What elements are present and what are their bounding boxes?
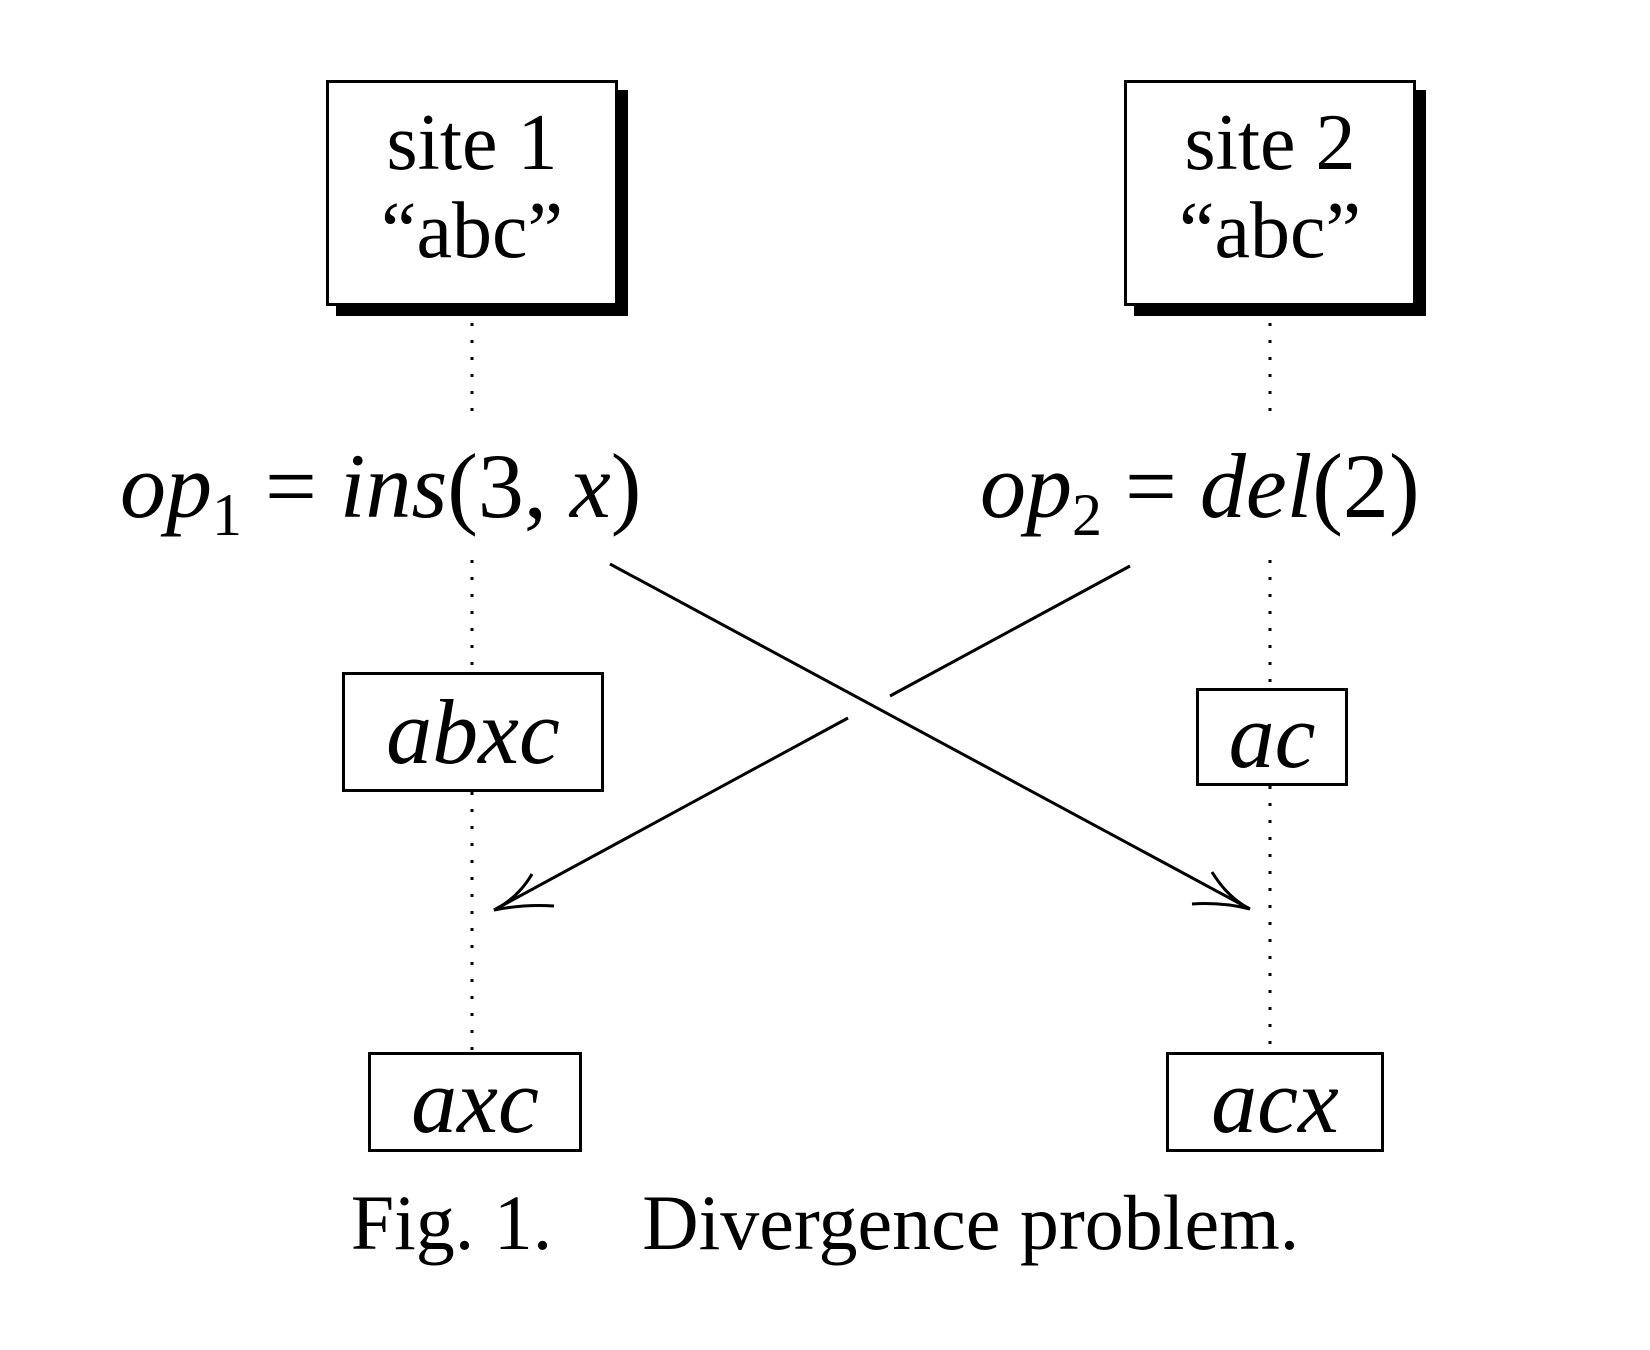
op2-equals: = [1102, 435, 1200, 537]
site2-initial-state: “abc” [1178, 187, 1362, 275]
site2-label: site 2 [1184, 99, 1356, 187]
op1-label: op1 = ins(3, x) [120, 435, 642, 545]
caption-text: Divergence problem. [642, 1179, 1300, 1266]
op2-args: (2 [1312, 435, 1389, 537]
site1-label: site 1 [386, 99, 558, 187]
op2-close: ) [1388, 435, 1420, 537]
op1-args: (3, [447, 435, 570, 537]
op1-subscript: 1 [212, 482, 242, 548]
op1-function: ins [339, 435, 448, 537]
site2-final-state: acx [1166, 1052, 1384, 1152]
site2-header: site 2 “abc” [1124, 80, 1416, 306]
op1-message-arrow [609, 562, 1249, 910]
op2-label: op2 = del(2) [980, 435, 1420, 545]
op1-arg-var: x [569, 435, 611, 537]
figure-caption: Fig. 1. Divergence problem. [0, 1178, 1650, 1268]
op2-arrowhead [493, 873, 555, 912]
site2-after-local-state: ac [1196, 688, 1348, 786]
op1-close: ) [610, 435, 642, 537]
op2-name: op [980, 435, 1072, 537]
site1-after-local-state: abxc [342, 672, 604, 792]
op2-message-arrow-upper [889, 564, 1131, 698]
site1-initial-state: “abc” [380, 187, 564, 275]
site1-final-state: axc [368, 1052, 582, 1152]
op2-subscript: 2 [1072, 482, 1102, 548]
site1-header: site 1 “abc” [326, 80, 618, 306]
op1-equals: = [242, 435, 340, 537]
op2-function: del [1199, 435, 1313, 537]
caption-number: Fig. 1. [350, 1179, 553, 1266]
op2-message-arrow-lower [493, 716, 849, 912]
op1-name: op [120, 435, 212, 537]
op1-arrowhead [1191, 871, 1251, 911]
